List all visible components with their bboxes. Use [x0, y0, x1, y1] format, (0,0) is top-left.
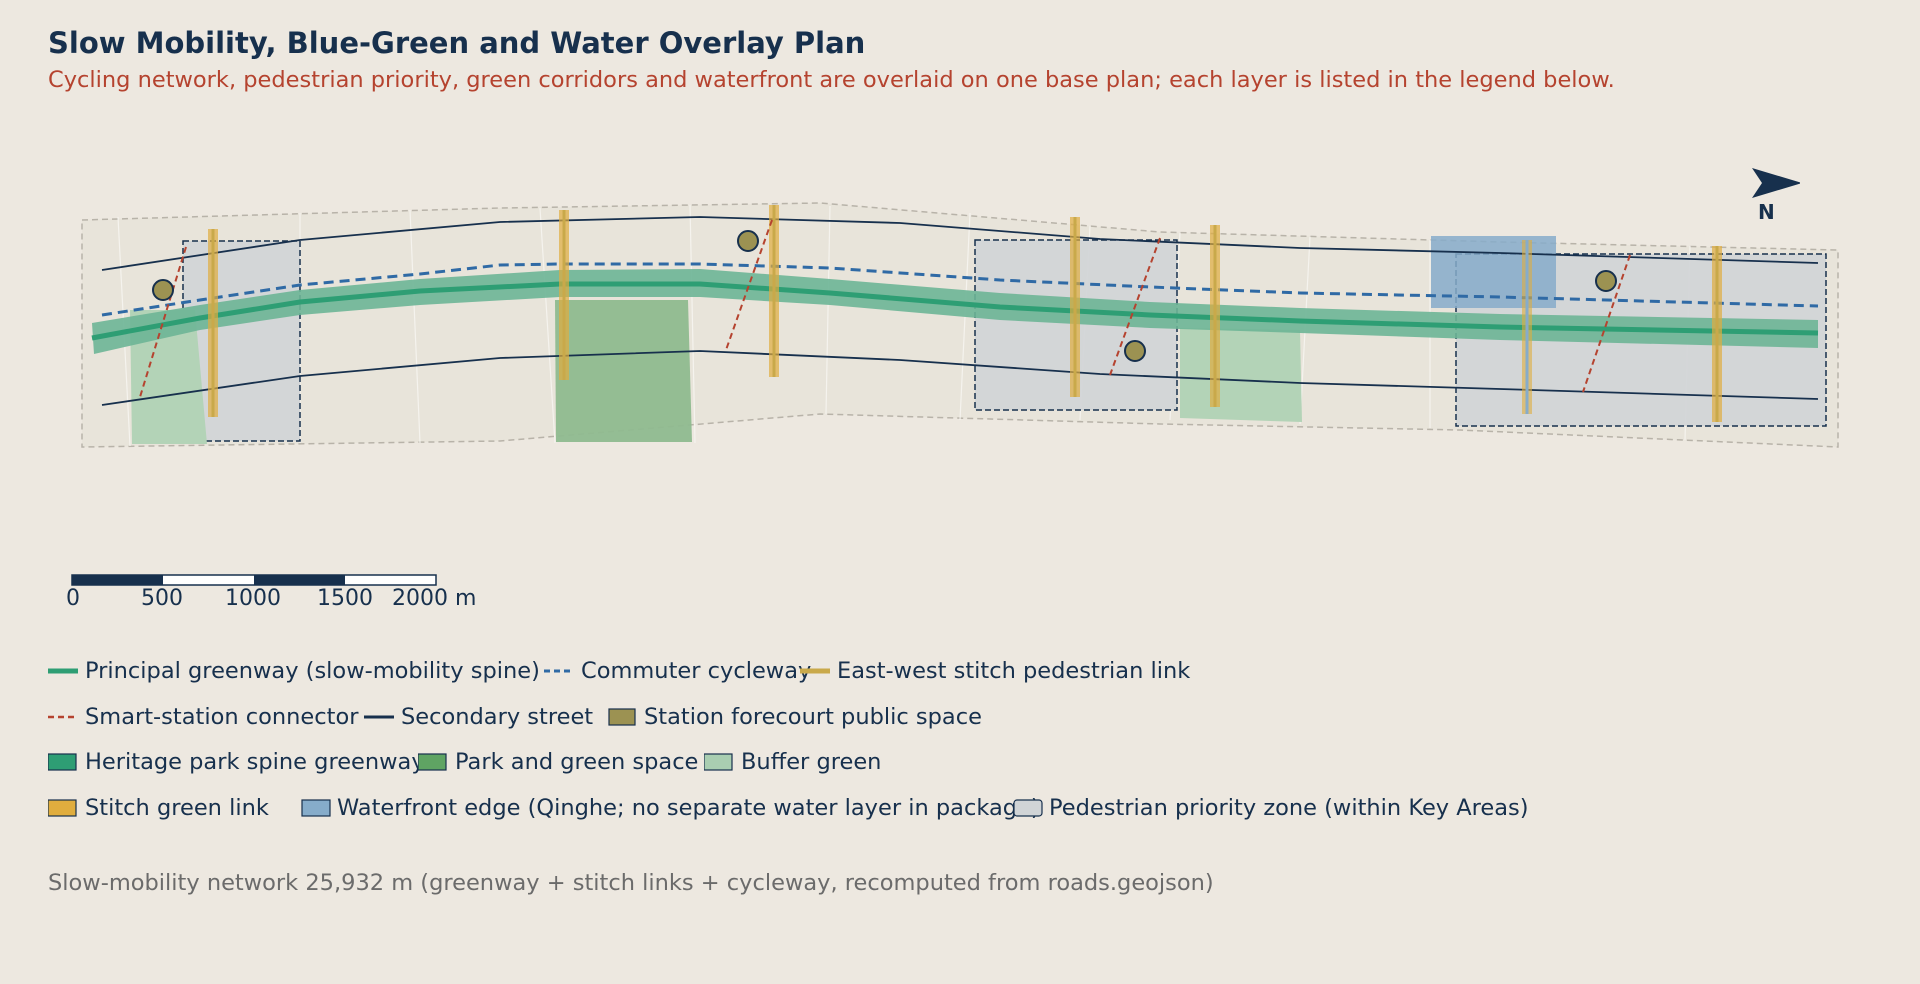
station-forecourt: [1595, 270, 1617, 292]
solid-line-swatch: [800, 668, 830, 674]
dashed-line-swatch: [544, 669, 574, 673]
legend-item-stitch-green-link: Stitch green link: [48, 794, 269, 822]
map-subtitle: Cycling network, pedestrian priority, gr…: [48, 67, 1615, 93]
solid-line-swatch: [48, 668, 78, 674]
stitch-links: [208, 205, 1722, 422]
legend-label: Station forecourt public space: [644, 704, 982, 730]
legend-label: East-west stitch pedestrian link: [837, 658, 1191, 684]
box-swatch: [418, 753, 447, 771]
station-forecourt: [737, 230, 759, 252]
legend-item-park-green-space: Park and green space: [418, 748, 698, 776]
solid-line-swatch: [364, 715, 394, 719]
legend-label: Heritage park spine greenway: [85, 749, 425, 775]
dashed-line-swatch: [48, 715, 78, 719]
legend-item-commuter-cycleway: Commuter cycleway: [544, 657, 811, 685]
scale-label-2000: 2000 m: [392, 586, 477, 611]
smart-station-connectors: [139, 219, 1631, 398]
buffer-green: [130, 310, 207, 444]
scale-label-0: 0: [66, 586, 80, 611]
secondary-street-south: [101, 350, 1819, 406]
legend-label: Buffer green: [741, 749, 882, 775]
box-swatch: [301, 799, 331, 817]
park-green-space: [555, 300, 692, 442]
legend-item-waterfront-edge: Waterfront edge (Qinghe; no separate wat…: [300, 794, 1040, 822]
legend-item-smart-station-connector: Smart-station connector: [48, 703, 358, 731]
box-swatch: [608, 708, 636, 726]
north-label: N: [1758, 200, 1775, 224]
scale-label-1500: 1500: [317, 586, 373, 611]
legend-item-buffer-green: Buffer green: [704, 748, 881, 776]
box-swatch: [48, 799, 77, 817]
heritage-greenway-band: [92, 269, 1818, 354]
legend-label: Secondary street: [401, 704, 594, 730]
principal-greenway: [91, 281, 1819, 341]
map-title: Slow Mobility, Blue-Green and Water Over…: [48, 26, 866, 60]
station-forecourt: [1124, 340, 1146, 362]
legend-label: Commuter cycleway: [581, 658, 812, 684]
legend-item-principal-greenway: Principal greenway (slow-mobility spine): [48, 657, 540, 685]
buffer-green: [1180, 328, 1302, 422]
legend-item-secondary-street: Secondary street: [364, 703, 593, 731]
legend-item-heritage-greenway: Heritage park spine greenway: [48, 748, 425, 776]
station-forecourt: [152, 279, 174, 301]
legend-label: Waterfront edge (Qinghe; no separate wat…: [337, 795, 1040, 821]
legend-label: Park and green space: [455, 749, 699, 775]
scale-label-500: 500: [141, 586, 183, 611]
scale-bar: [71, 574, 437, 586]
legend-item-pedestrian-zone: Pedestrian priority zone (within Key Are…: [1012, 794, 1529, 822]
legend-item-station-forecourt: Station forecourt public space: [607, 703, 982, 731]
legend-label: Stitch green link: [85, 795, 269, 821]
legend-label: Principal greenway (slow-mobility spine): [85, 658, 540, 684]
station-forecourts: [152, 230, 1617, 362]
secondary-street-north: [101, 216, 1819, 271]
commuter-cycleway: [101, 262, 1819, 317]
network-summary: Slow-mobility network 25,932 m (greenway…: [48, 870, 1214, 896]
north-arrow-icon: [1752, 168, 1800, 198]
box-swatch: [48, 753, 77, 771]
legend-label: Pedestrian priority zone (within Key Are…: [1049, 795, 1529, 821]
box-swatch: [704, 753, 733, 771]
scale-label-1000: 1000: [225, 586, 281, 611]
box-swatch: [1013, 799, 1043, 817]
legend-label: Smart-station connector: [85, 704, 359, 730]
legend-item-stitch-link: East-west stitch pedestrian link: [800, 657, 1190, 685]
